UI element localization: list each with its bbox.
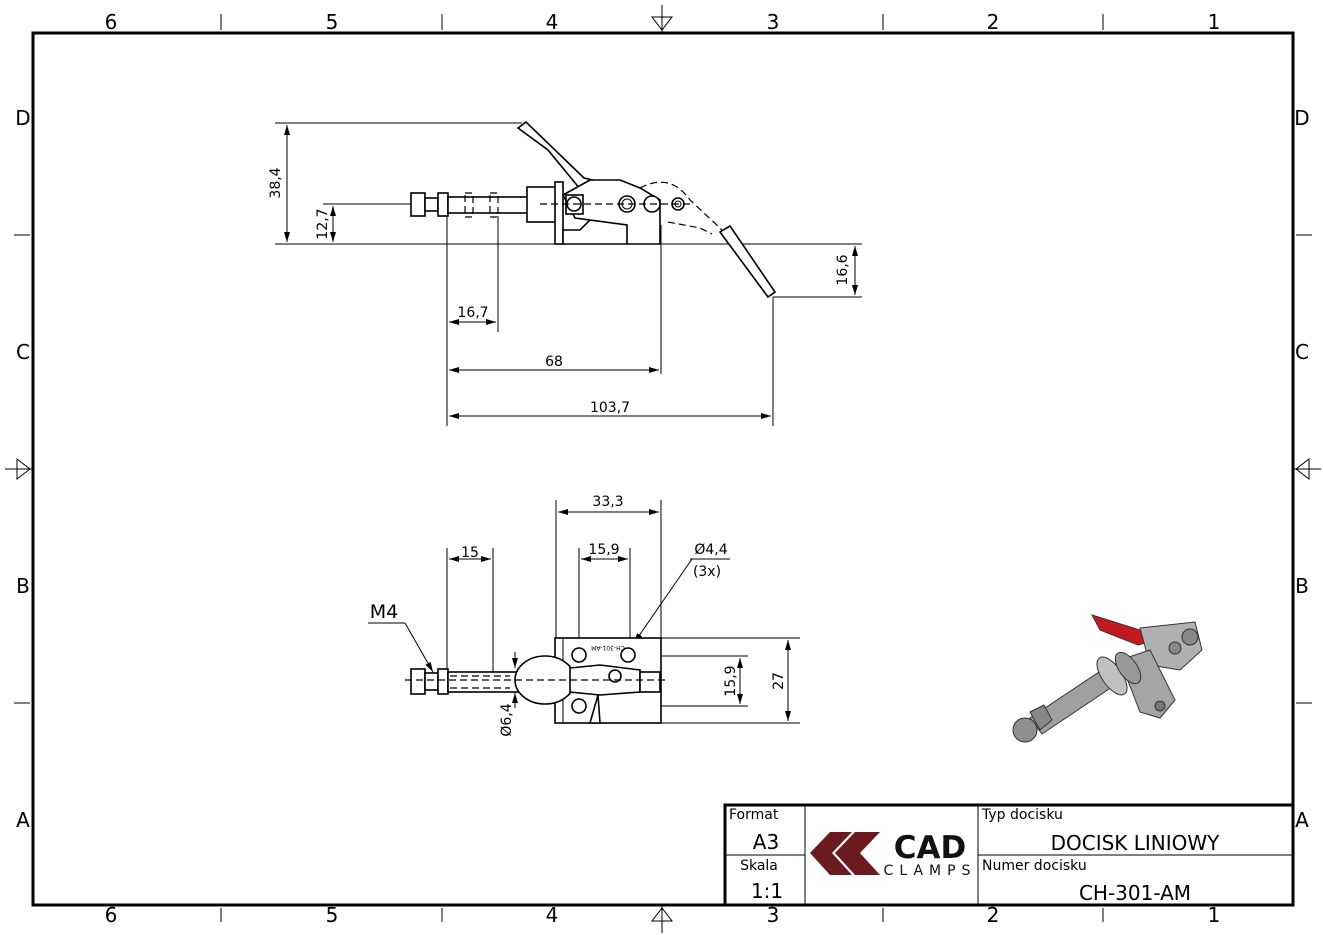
- dim-drop: 16,6: [835, 254, 851, 285]
- dim-base-length: 68: [545, 354, 563, 370]
- format-value: A3: [753, 830, 779, 854]
- row-label: A: [16, 808, 30, 832]
- column-label: 2: [987, 10, 1000, 34]
- dim-hole-spacing-x: 15,9: [588, 542, 619, 558]
- column-label: 1: [1208, 10, 1221, 34]
- column-label: 6: [105, 10, 118, 34]
- dim-hole-spacing-y: 15,9: [723, 665, 739, 696]
- dim-hole-count: (3x): [693, 564, 721, 580]
- column-label: 5: [326, 10, 339, 34]
- dim-height-axis: 12,7: [315, 208, 331, 239]
- clamp-top-drawing: CH-301-AM: [405, 637, 665, 724]
- dim-thread-size: M4: [370, 601, 398, 623]
- column-label: 5: [326, 903, 339, 927]
- row-label: A: [1295, 808, 1309, 832]
- column-label: 3: [767, 903, 780, 927]
- row-label: D: [15, 106, 30, 130]
- scale-value: 1:1: [751, 879, 783, 903]
- column-label: 3: [767, 10, 780, 34]
- top-view: CH-301-AM 33,3 15 15,9 Ø4,4 (3x) M4 Ø6,4…: [368, 494, 800, 737]
- dim-plate-height: 27: [771, 672, 787, 690]
- dim-plate-width: 33,3: [592, 494, 623, 510]
- dim-height-total: 38,4: [268, 167, 284, 198]
- column-label: 4: [546, 10, 559, 34]
- row-label: C: [16, 340, 30, 364]
- title-block: Format A3 Skala 1:1 Typ docisku DOCISK L…: [723, 803, 1295, 907]
- sheet-frame: 6 5 4 3 2 1 6 5 4 3 2 1 D C B A D C B A: [5, 5, 1321, 933]
- centering-marks: [5, 5, 1321, 933]
- number-value: CH-301-AM: [1079, 881, 1191, 905]
- type-value: DOCISK LINIOWY: [1051, 831, 1221, 855]
- dim-thread-length: 16,7: [457, 305, 488, 321]
- column-label: 2: [987, 903, 1000, 927]
- dim-thread-length: 15: [461, 545, 479, 561]
- cad-clamps-logo: CAD CLAMPS: [810, 830, 977, 879]
- scale-label: Skala: [740, 858, 778, 874]
- dim-total-length: 103,7: [590, 400, 630, 416]
- dim-rod-diameter: Ø6,4: [499, 703, 515, 736]
- row-label: B: [16, 574, 30, 598]
- row-label: C: [1295, 340, 1309, 364]
- number-label: Numer docisku: [982, 858, 1087, 874]
- dim-hole-diameter: Ø4,4: [694, 542, 727, 558]
- row-label: B: [1295, 574, 1309, 598]
- column-label: 1: [1208, 903, 1221, 927]
- row-label: D: [1294, 106, 1309, 130]
- logo-main-text: CAD: [894, 830, 966, 866]
- column-label: 4: [546, 903, 559, 927]
- side-view: 38,4 12,7 16,6 16,7 68 103,7: [268, 120, 862, 426]
- isometric-view: [1012, 614, 1203, 743]
- part-marking: CH-301-AM: [591, 644, 625, 651]
- clamp-side-drawing: [410, 120, 777, 299]
- logo-sub-text: CLAMPS: [884, 863, 977, 879]
- column-label: 6: [105, 903, 118, 927]
- type-label: Typ docisku: [981, 807, 1063, 823]
- format-label: Format: [729, 807, 779, 823]
